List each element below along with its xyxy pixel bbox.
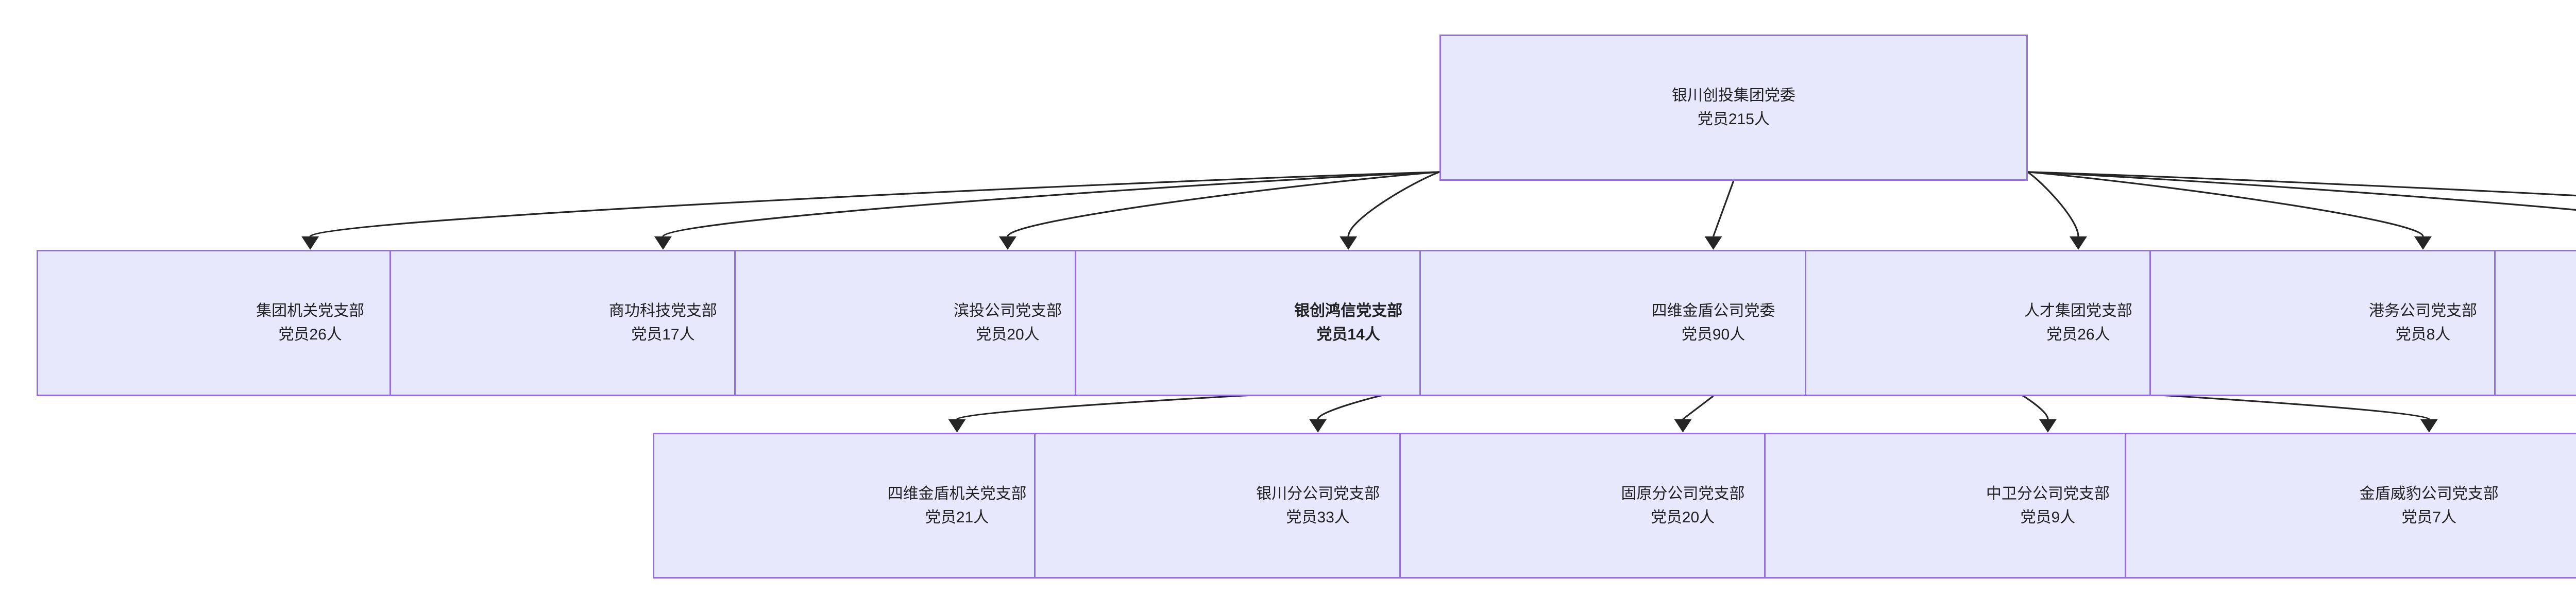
arrowhead-root-to-rcjt <box>2069 236 2087 250</box>
arrowhead-root-to-ychx <box>1340 236 1358 250</box>
org-node-title: 滨投公司党支部 <box>953 302 1062 320</box>
org-node-member-count: 党员26人 <box>2046 326 2110 343</box>
edge-root-to-sgkj <box>662 171 1440 237</box>
org-node-rzgs[interactable]: 人资公司党支部党员5人 <box>2494 249 2576 396</box>
org-node-title: 中卫分公司党支部 <box>1986 485 2110 502</box>
edge-root-to-ychx <box>1347 171 1440 237</box>
org-node-member-count: 党员8人 <box>2395 326 2451 343</box>
org-node-title: 银川分公司党支部 <box>1256 485 1380 502</box>
edge-root-to-jtjg <box>309 171 1440 237</box>
org-node-member-count: 党员215人 <box>1697 110 1770 128</box>
arrowhead-swjd-to-zwfgs <box>2039 419 2057 433</box>
arrowhead-swjd-to-gyfgs <box>1674 419 1692 433</box>
org-node-title: 固原分公司党支部 <box>1621 485 1745 502</box>
org-node-title: 港务公司党支部 <box>2368 302 2477 320</box>
org-node-root[interactable]: 银川创投集团党委党员215人 <box>1439 35 2028 181</box>
org-node-member-count: 党员14人 <box>1316 326 1380 343</box>
org-node-title: 人才集团党支部 <box>2024 302 2132 320</box>
org-node-member-count: 党员9人 <box>2020 508 2076 526</box>
arrowhead-swjd-to-ycfgs <box>1309 419 1327 433</box>
edge-root-to-gwgs <box>2027 171 2424 237</box>
org-node-jdwb[interactable]: 金盾威豹公司党支部党员7人 <box>2125 432 2576 579</box>
org-node-member-count: 党员17人 <box>631 326 695 343</box>
arrowhead-swjd-to-swjdjg <box>948 419 966 433</box>
org-node-title: 集团机关党支部 <box>256 302 365 320</box>
org-node-title: 四维金盾公司党委 <box>1651 302 1775 320</box>
org-node-member-count: 党员20人 <box>1651 508 1715 526</box>
edge-root-to-ldgs <box>2027 171 2576 197</box>
org-node-member-count: 党员20人 <box>976 326 1040 343</box>
org-node-title: 商功科技党支部 <box>608 302 717 320</box>
org-node-member-count: 党员33人 <box>1286 508 1350 526</box>
edge-root-to-btgs <box>1007 171 1440 237</box>
arrowhead-root-to-gwgs <box>2414 236 2432 250</box>
org-node-member-count: 党员21人 <box>925 508 989 526</box>
edge-root-to-swjd <box>1713 180 1735 237</box>
org-node-title: 银川创投集团党委 <box>1671 87 1795 105</box>
arrowhead-root-to-jtjg <box>301 236 319 250</box>
edge-root-to-rcjt <box>2027 171 2079 236</box>
org-node-member-count: 党员90人 <box>1681 326 1745 343</box>
org-node-title: 银创鸿信党支部 <box>1294 302 1403 320</box>
edge-root-to-rzgs <box>2027 171 2576 211</box>
arrowhead-root-to-sgkj <box>654 236 672 250</box>
arrowhead-root-to-btgs <box>998 236 1016 250</box>
arrowhead-swjd-to-jdwb <box>2420 419 2438 433</box>
org-node-title: 金盾威豹公司党支部 <box>2359 485 2499 502</box>
org-node-title: 四维金盾机关党支部 <box>887 485 1027 502</box>
org-node-member-count: 党员26人 <box>278 326 342 343</box>
org-node-member-count: 党员7人 <box>2401 508 2457 526</box>
arrowhead-root-to-swjd <box>1704 236 1722 250</box>
edge-swjd-to-gyfgs <box>1682 395 1714 420</box>
